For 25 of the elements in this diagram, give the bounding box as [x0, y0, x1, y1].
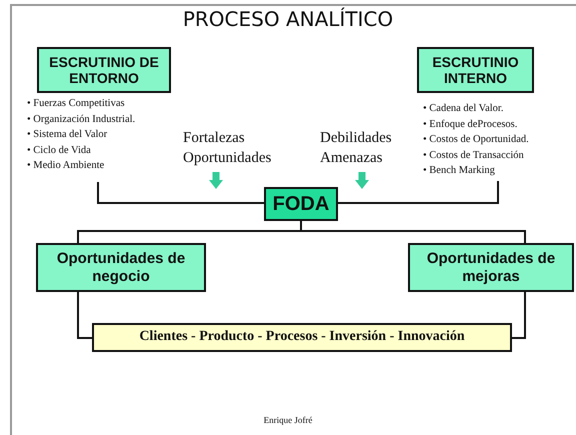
- list-item: • Cadena del Valor.: [423, 102, 504, 116]
- list-item: • Bench Marking: [423, 164, 496, 178]
- connector-line: [77, 292, 92, 339]
- connector-line: [512, 292, 526, 339]
- list-item: • Sistema del Valor: [27, 128, 108, 142]
- title: PROCESO ANALÍTICO: [182, 7, 394, 31]
- outcome-box: Oportunidades de negocio: [36, 243, 206, 292]
- swot-label: Debilidades Amenazas: [320, 129, 393, 168]
- list-item: • Costos de Transacción: [423, 148, 525, 162]
- author-credit: Enrique Jofré: [262, 415, 314, 425]
- process-box: ESCRUTINIO DE ENTORNO: [37, 47, 171, 93]
- outcome-box: Oportunidades de mejoras: [408, 243, 574, 292]
- list-item: • Organización Industrial.: [27, 112, 136, 126]
- foda-box: FODA: [264, 187, 338, 221]
- list-item: • Medio Ambiente: [27, 159, 106, 173]
- list-item: • Enfoque deProcesos.: [423, 118, 518, 132]
- connector-line: [97, 182, 264, 204]
- swot-label: Fortalezas Oportunidades: [183, 129, 272, 168]
- list-item: • Ciclo de Vida: [27, 144, 92, 158]
- connector-line: [338, 181, 499, 204]
- list-item: • Fuerzas Competitivas: [27, 97, 126, 111]
- process-box: ESCRUTINIO INTERNO: [417, 47, 534, 93]
- connector-line: [300, 221, 526, 243]
- list-item: • Costos de Oportunidad.: [423, 133, 529, 147]
- factor-bar: Clientes - Producto - Procesos - Inversión - Innovación: [92, 323, 512, 352]
